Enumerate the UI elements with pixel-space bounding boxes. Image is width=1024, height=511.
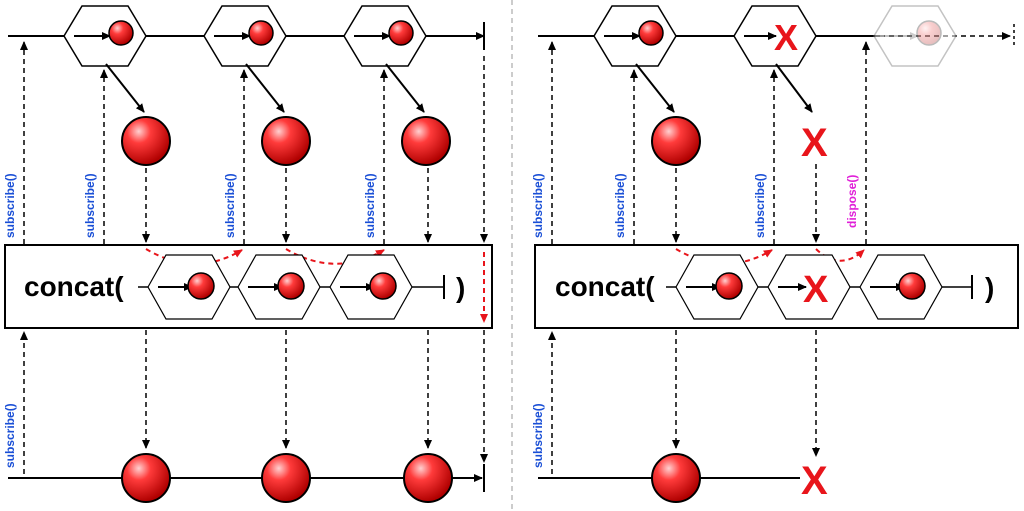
emit-arrow [105,63,145,113]
marble [898,272,926,300]
emit-arrow [385,63,425,113]
subscribe-label: subscribe() [613,173,627,238]
concat-label: concat( [555,271,655,302]
marble [248,20,274,46]
close-paren: ) [985,272,994,303]
inner-hexagon-3 [859,254,943,320]
concat-flow-arrow [815,248,865,262]
left-panel: subscribe() subscribe() subscribe() subs… [3,5,493,503]
emitted-marble [401,116,451,166]
result-marble [121,453,171,503]
inner-hexagon-1 [675,254,759,320]
subscribe-label: subscribe() [3,403,17,468]
result-error-mark: X [801,459,828,503]
result-marble [261,453,311,503]
marble [277,272,305,300]
subscribe-label: subscribe() [223,173,237,238]
emit-arrow [635,63,675,113]
subscribe-label: subscribe() [531,173,545,238]
right-panel: X X subscribe() subscribe() subscribe() … [531,5,1019,503]
emitted-marble [651,116,701,166]
marble [187,272,215,300]
marble [388,20,414,46]
inner-hexagon-2 [237,254,321,320]
marble [108,20,134,46]
outer-hexagon-1 [593,5,677,67]
subscribe-label: subscribe() [3,173,17,238]
emit-arrow [775,63,813,113]
outer-hexagon-2: X [733,5,817,67]
error-mark: X [803,269,829,311]
result-marble [651,453,701,503]
subscribe-label: subscribe() [531,403,545,468]
subscribe-label: subscribe() [753,173,767,238]
marble [638,20,664,46]
concat-flow-arrow [675,248,773,265]
marble [916,20,942,46]
close-paren: ) [456,272,465,303]
concat-label: concat( [24,271,124,302]
emit-arrow [245,63,285,113]
inner-hexagon-3 [329,254,413,320]
outer-hexagon-1 [63,5,147,67]
inner-hexagon-2: X [767,254,851,320]
dispose-label: dispose() [845,175,859,228]
marble [369,272,397,300]
result-marble [403,453,453,503]
inner-hexagon-1 [147,254,231,320]
emitted-marble [121,116,171,166]
marble [715,272,743,300]
outer-hexagon-2 [203,5,287,67]
subscribe-label: subscribe() [363,173,377,238]
emitted-marble [261,116,311,166]
error-mark: X [801,121,828,165]
outer-hexagon-3-faded [873,5,957,67]
subscribe-label: subscribe() [83,173,97,238]
error-mark: X [774,17,798,58]
outer-hexagon-3 [343,5,427,67]
concat-flow-arrow [145,248,243,265]
